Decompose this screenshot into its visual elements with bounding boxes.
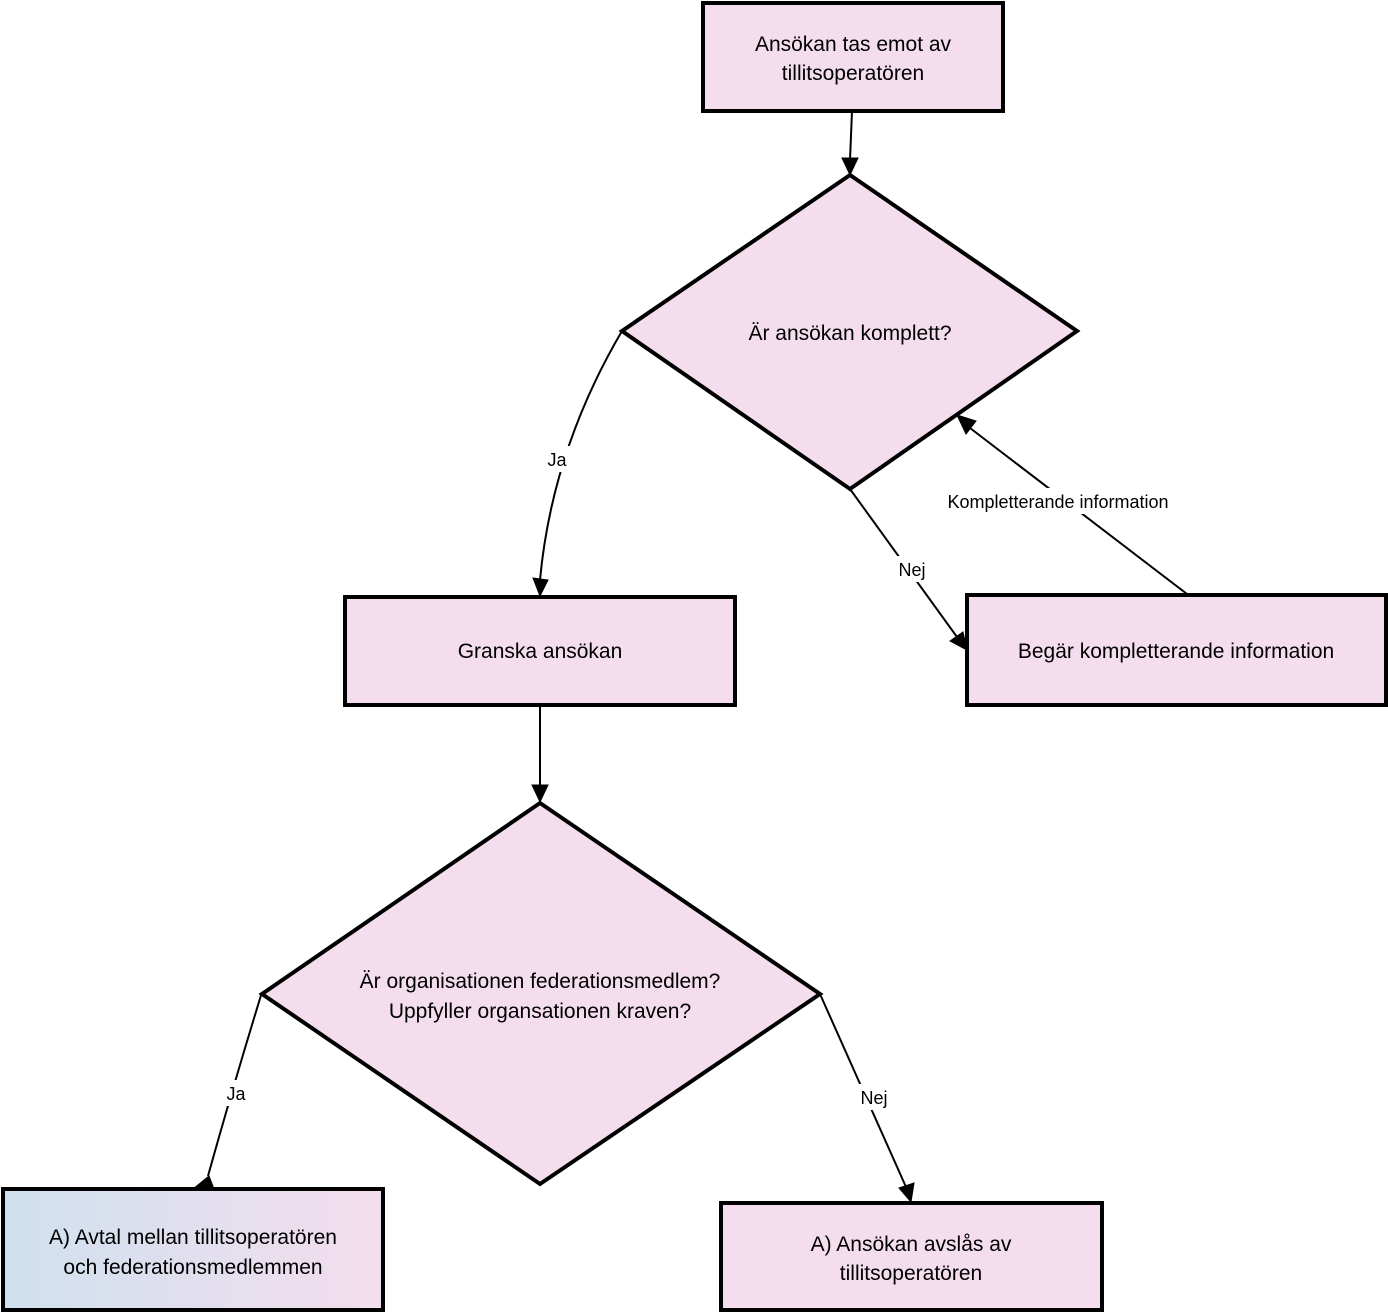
node-agreement-box [1,1187,385,1312]
decision-diamond [258,800,824,1187]
node-rejected-box [719,1201,1104,1312]
node-start: Ansökan tas emot av tillitsoperatören [701,1,1005,113]
edge-label-text: Nej [860,1088,887,1108]
node-rejected: A) Ansökan avslås av tillitsoperatören [719,1201,1104,1312]
node-decision-member-line-2: Uppfyller organsationen kraven? [389,1000,691,1023]
edge-label-text: Nej [898,560,925,580]
node-decision-member: Är organisationen federationsmedlem? Upp… [258,800,824,1187]
edge-review-to-decision [531,706,549,804]
node-agreement-line-2: och federationsmedlemmen [63,1256,322,1279]
edge-label-member-no: Nej [854,1084,894,1110]
arrowhead-icon [956,414,977,435]
edge-label-complete-no: Nej [892,556,932,582]
node-request-info: Begär kompletterande information [965,593,1388,707]
edge-label-text: Kompletterande information [947,492,1168,512]
node-start-box [701,1,1005,113]
edge-label-supplement: Kompletterande information [922,488,1194,514]
node-start-line-1: Ansökan tas emot av [755,33,952,56]
node-review: Granska ansökan [343,595,737,707]
node-rejected-line-2: tillitsoperatören [840,1262,982,1285]
node-review-box [343,595,737,707]
edge-label-complete-yes: Ja [540,446,574,472]
arrowhead-icon [841,157,859,177]
decision-diamond [618,172,1081,492]
node-start-line-2: tillitsoperatören [782,62,924,85]
node-request-info-line-1: Begär kompletterande information [1018,640,1334,663]
edge-label-member-yes: Ja [219,1080,253,1106]
node-review-line-1: Granska ansökan [458,640,623,663]
edge-label-text: Ja [226,1084,246,1104]
node-request-info-box [965,593,1388,707]
node-decision-complete: Är ansökan komplett? [618,172,1081,492]
arrowhead-icon [898,1182,915,1204]
node-agreement: A) Avtal mellan tillitsoperatören och fe… [1,1187,385,1312]
arrowhead-icon [532,577,549,598]
arrowhead-icon [949,631,968,651]
edge-start-to-decision [841,110,859,177]
node-decision-member-line-1: Är organisationen federationsmedlem? [360,970,721,993]
node-agreement-line-1: A) Avtal mellan tillitsoperatören [49,1226,337,1249]
arrowhead-icon [531,784,549,804]
node-decision-complete-line-1: Är ansökan komplett? [748,322,951,345]
node-rejected-line-1: A) Ansökan avslås av [811,1233,1012,1256]
edge-label-text: Ja [547,450,567,470]
